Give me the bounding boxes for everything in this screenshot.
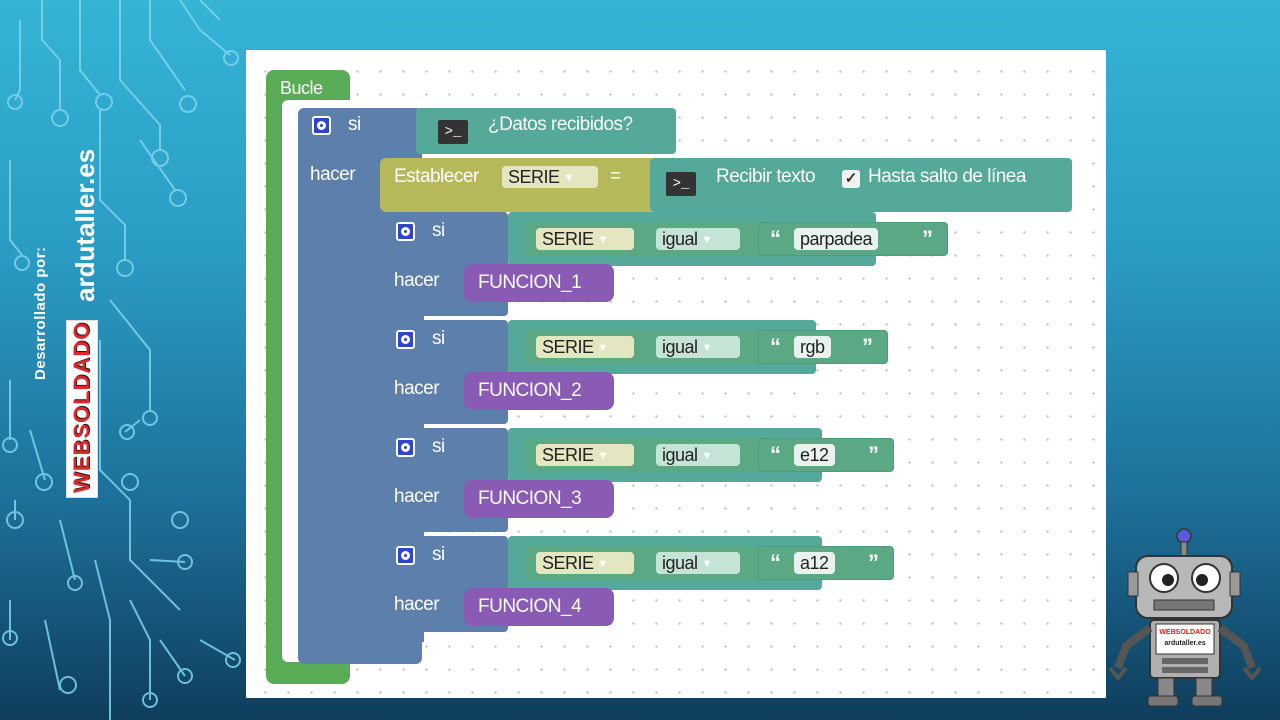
variable-dropdown[interactable]: SERIE▼ <box>536 552 634 574</box>
loop-label: Bucle <box>280 78 323 98</box>
terminal-icon: >_ <box>666 172 696 196</box>
operator-value: igual <box>662 229 698 249</box>
circuit-decoration <box>2 0 241 720</box>
operator-dropdown[interactable]: igual▼ <box>656 228 740 250</box>
serial-available-label: ¿Datos recibidos? <box>488 114 633 135</box>
operator-dropdown[interactable]: igual▼ <box>656 336 740 358</box>
chevron-down-icon: ▼ <box>701 234 713 247</box>
function-label: FUNCION_4 <box>478 596 582 617</box>
chevron-down-icon: ▼ <box>597 558 609 571</box>
text-value[interactable]: parpadea <box>794 228 879 250</box>
checkbox-checked-icon[interactable]: ✓ <box>842 170 860 188</box>
set-variable-value: SERIE <box>508 167 560 187</box>
variable-value: SERIE <box>542 553 594 573</box>
settings-gear-icon[interactable] <box>396 330 415 349</box>
open-quote: “ <box>770 334 781 359</box>
websoldado-logo: WEBSOLDADO <box>66 320 98 498</box>
do-label: hacer <box>394 378 440 399</box>
open-quote: “ <box>770 550 781 575</box>
open-quote: “ <box>770 442 781 467</box>
outer-do-label: hacer <box>310 164 356 185</box>
variable-dropdown[interactable]: SERIE▼ <box>536 228 634 250</box>
operator-dropdown[interactable]: igual▼ <box>656 444 740 466</box>
robot-mascot: WEBSOLDADO ardutaller.es <box>1108 528 1262 707</box>
outer-if-label: si <box>348 114 361 135</box>
settings-gear-icon[interactable] <box>396 546 415 565</box>
chevron-down-icon: ▼ <box>597 342 609 355</box>
function-label: FUNCION_2 <box>478 380 582 401</box>
read-text-label: Recibir texto <box>716 166 816 187</box>
text-value[interactable]: a12 <box>794 552 835 574</box>
variable-value: SERIE <box>542 229 594 249</box>
chevron-down-icon: ▼ <box>701 558 713 571</box>
terminal-icon: >_ <box>438 120 468 144</box>
function-call-block[interactable] <box>464 372 614 410</box>
if-label: si <box>432 328 445 349</box>
operator-value: igual <box>662 553 698 573</box>
settings-gear-icon[interactable] <box>312 116 331 135</box>
chevron-down-icon: ▼ <box>597 450 609 463</box>
function-call-block[interactable] <box>464 264 614 302</box>
variable-value: SERIE <box>542 445 594 465</box>
if-label: si <box>432 436 445 457</box>
set-variable-dropdown[interactable]: SERIE▼ <box>502 166 598 188</box>
close-quote: ” <box>862 334 873 359</box>
robot-brand: WEBSOLDADO <box>1159 629 1211 636</box>
until-newline-label: Hasta salto de línea <box>868 166 1026 187</box>
close-quote: ” <box>922 226 933 251</box>
do-label: hacer <box>394 594 440 615</box>
function-call-block[interactable] <box>464 588 614 626</box>
text-value[interactable]: e12 <box>794 444 835 466</box>
text-value[interactable]: rgb <box>794 336 831 358</box>
equals-sign: = <box>610 166 621 187</box>
function-call-block[interactable] <box>464 480 614 518</box>
variable-dropdown[interactable]: SERIE▼ <box>536 444 634 466</box>
close-quote: ” <box>868 442 879 467</box>
open-quote: “ <box>770 226 781 251</box>
close-quote: ” <box>868 550 879 575</box>
do-label: hacer <box>394 486 440 507</box>
if-label: si <box>432 220 445 241</box>
chevron-down-icon: ▼ <box>563 172 575 185</box>
operator-dropdown[interactable]: igual▼ <box>656 552 740 574</box>
function-label: FUNCION_3 <box>478 488 582 509</box>
domain-label: ardutaller.es <box>70 148 100 302</box>
variable-dropdown[interactable]: SERIE▼ <box>536 336 634 358</box>
settings-gear-icon[interactable] <box>396 438 415 457</box>
if-label: si <box>432 544 445 565</box>
blockly-workspace[interactable]: Bucle si hacer >_ ¿Datos recibidos? Esta… <box>246 50 1106 698</box>
logo-text: WEBSOLDADO <box>69 321 94 493</box>
robot-domain: ardutaller.es <box>1164 640 1205 647</box>
read-text-block[interactable] <box>650 158 1072 212</box>
operator-value: igual <box>662 445 698 465</box>
do-label: hacer <box>394 270 440 291</box>
developed-by-label: Desarrollado por: <box>32 246 49 380</box>
chevron-down-icon: ▼ <box>701 342 713 355</box>
variable-value: SERIE <box>542 337 594 357</box>
chevron-down-icon: ▼ <box>701 450 713 463</box>
set-label: Establecer <box>394 166 479 187</box>
function-label: FUNCION_1 <box>478 272 582 293</box>
settings-gear-icon[interactable] <box>396 222 415 241</box>
operator-value: igual <box>662 337 698 357</box>
chevron-down-icon: ▼ <box>597 234 609 247</box>
